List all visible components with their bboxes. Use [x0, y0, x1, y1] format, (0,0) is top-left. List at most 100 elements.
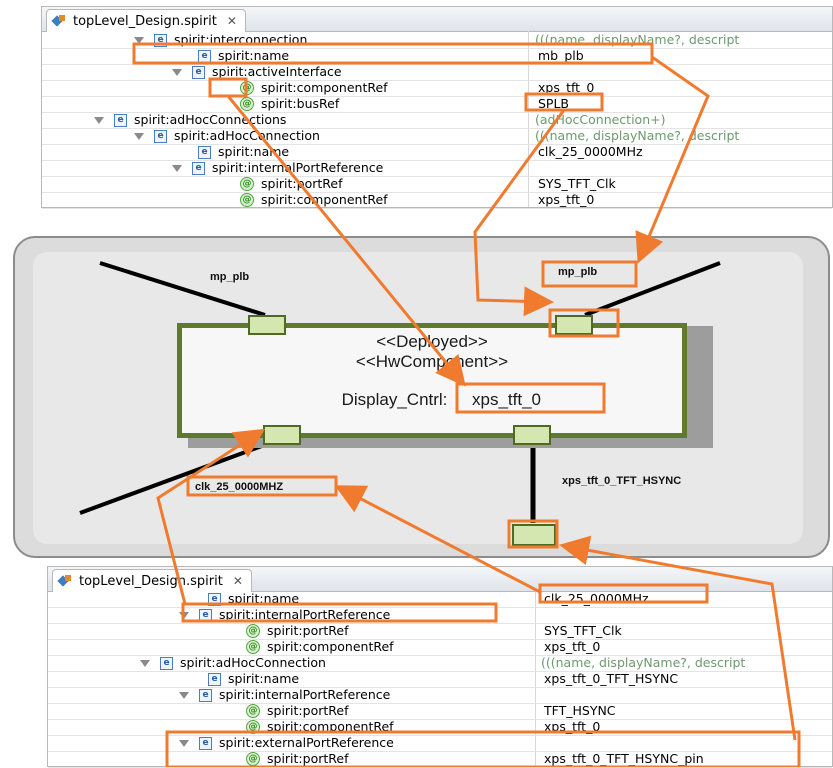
expand-toggle-icon[interactable] — [140, 659, 150, 667]
node-name: spirit:activeInterface — [212, 64, 342, 79]
attribute-icon: @ — [246, 720, 260, 734]
node-name: spirit:portRef — [267, 703, 349, 718]
expand-toggle-icon[interactable] — [172, 164, 182, 172]
node-name: spirit:componentRef — [261, 192, 388, 207]
tree-row[interactable]: @spirit:portRef xps_tft_0_TFT_HSYNC_pin — [48, 751, 832, 768]
port-external-hsync[interactable] — [512, 524, 556, 546]
node-name: spirit:name — [228, 591, 300, 606]
tree-row[interactable]: @ spirit:componentRef xps_tft_0 — [48, 639, 832, 656]
node-name: spirit:name — [218, 48, 290, 63]
top-editor-tab[interactable]: topLevel_Design.spirit ✕ — [46, 9, 246, 32]
tree-row[interactable]: @spirit:portRef TFT_HSYNC — [48, 703, 832, 720]
label-clock: clk_25_0000MHZ — [195, 481, 284, 493]
node-name: spirit:componentRef — [261, 80, 388, 95]
port-top-right[interactable] — [555, 315, 593, 335]
top-editor-tabbar: topLevel_Design.spirit ✕ — [42, 7, 832, 32]
attribute-icon: @ — [240, 81, 254, 95]
expand-toggle-icon[interactable] — [134, 36, 144, 44]
element-icon: e — [208, 672, 221, 686]
hw-component-box[interactable]: <<Deployed>> <<HwComponent>> Display_Cnt… — [177, 323, 687, 438]
xml-file-icon — [53, 15, 67, 27]
expand-toggle-icon[interactable] — [172, 68, 182, 76]
attribute-icon: @ — [246, 752, 260, 766]
attribute-icon: @ — [240, 193, 254, 207]
node-value: mb_plb — [538, 48, 584, 63]
node-value: SYS_TFT_Clk — [544, 623, 622, 638]
port-bottom-left[interactable] — [263, 425, 301, 445]
component-label: Display_Cntrl: — [341, 390, 448, 409]
attribute-icon: @ — [246, 640, 260, 654]
tree-row[interactable]: e spirit:adHocConnections (adHocConnectio… — [42, 112, 832, 129]
port-top-left[interactable] — [248, 315, 286, 335]
top-xml-editor: topLevel_Design.spirit ✕ e spirit:interco… — [41, 6, 833, 209]
element-icon: e — [198, 145, 211, 159]
node-value: xps_tft_0 — [538, 192, 595, 207]
tree-row[interactable]: @ spirit:portRef SYS_TFT_Clk — [48, 623, 832, 640]
tree-row[interactable]: e spirit:internalPortReference — [48, 607, 832, 624]
node-value: (((name, displayName?, descript — [535, 128, 740, 143]
node-value: xps_tft_0 — [538, 80, 595, 95]
tree-row[interactable]: @ spirit:componentRef xps_tft_0 — [42, 192, 832, 209]
right-bus-line[interactable] — [584, 261, 721, 317]
node-value: xps_tft_0 — [544, 639, 601, 654]
node-name: spirit:internalPortReference — [219, 607, 391, 622]
node-value: xps_tft_0_TFT_HSYNC — [544, 671, 679, 686]
bottom-editor-tab-title: topLevel_Design.spirit — [79, 573, 223, 589]
node-value: xps_tft_0 — [544, 719, 601, 734]
node-value: (adHocConnection+) — [535, 112, 666, 127]
node-value: SPLB — [538, 96, 570, 111]
component-diagram: <<Deployed>> <<HwComponent>> Display_Cnt… — [13, 236, 830, 558]
element-icon: e — [199, 688, 212, 702]
expand-toggle-icon[interactable] — [179, 691, 189, 699]
node-name: spirit:interconnection — [174, 32, 308, 47]
node-name: spirit:adHocConnections — [134, 112, 287, 127]
clock-line[interactable] — [79, 441, 271, 515]
bottom-editor-tab[interactable]: topLevel_Design.spirit ✕ — [52, 569, 252, 592]
close-icon[interactable]: ✕ — [232, 574, 243, 588]
tree-row[interactable]: @spirit:busRef SPLB — [42, 96, 832, 113]
column-divider — [535, 591, 536, 766]
node-value: SYS_TFT_Clk — [538, 176, 616, 191]
node-name: spirit:adHocConnection — [174, 128, 320, 143]
tree-row[interactable]: e spirit:interconnection (((name, display… — [42, 32, 832, 49]
attribute-icon: @ — [246, 704, 260, 718]
tree-row[interactable]: @ spirit:portRef SYS_TFT_Clk — [42, 176, 832, 193]
tree-row[interactable]: @ spirit:componentRef xps_tft_0 — [42, 80, 832, 97]
label-right-bus: mp_plb — [558, 266, 598, 278]
element-icon: e — [199, 608, 212, 622]
tree-row[interactable]: e spirit:name mb_plb — [42, 48, 832, 65]
attribute-icon: @ — [240, 97, 254, 111]
element-icon: e — [114, 113, 127, 127]
element-icon: e — [198, 49, 211, 63]
label-hsync: xps_tft_0_TFT_HSYNC — [562, 475, 682, 487]
element-icon: e — [208, 592, 221, 606]
attribute-icon: @ — [246, 624, 260, 638]
node-value: (((name, displayName?, descript — [535, 32, 740, 47]
port-bottom-right[interactable] — [513, 425, 551, 445]
bottom-editor-tabbar: topLevel_Design.spirit ✕ — [48, 567, 832, 592]
node-name: spirit:portRef — [267, 623, 349, 638]
expand-toggle-icon[interactable] — [179, 739, 189, 747]
node-name: spirit:portRef — [261, 176, 343, 191]
node-name: spirit:internalPortReference — [212, 160, 384, 175]
expand-toggle-icon[interactable] — [179, 611, 189, 619]
tree-row[interactable]: e spirit:internalPortReference — [48, 687, 832, 704]
close-icon[interactable]: ✕ — [226, 14, 237, 28]
node-value: clk_25_0000MHz — [538, 144, 643, 159]
tree-row[interactable]: @spirit:componentRef xps_tft_0 — [48, 719, 832, 736]
attribute-icon: @ — [240, 177, 254, 191]
element-icon: e — [154, 33, 167, 47]
expand-toggle-icon[interactable] — [134, 132, 144, 140]
expand-toggle-icon[interactable] — [94, 116, 104, 124]
node-name: spirit:componentRef — [267, 639, 394, 654]
node-name: spirit:internalPortReference — [219, 687, 391, 702]
